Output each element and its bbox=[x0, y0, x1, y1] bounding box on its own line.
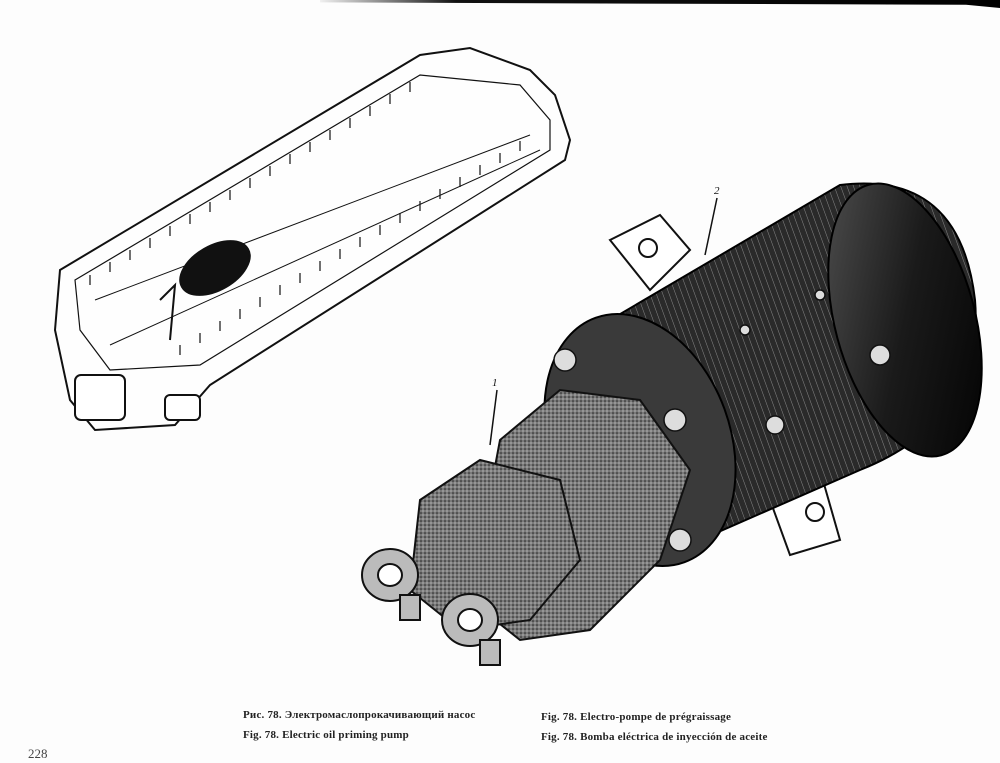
caption-french: Fig. 78. Electro-pompe de prégraissage bbox=[541, 711, 732, 723]
oil-sump-drawing bbox=[53, 46, 572, 432]
svg-text:2: 2 bbox=[714, 185, 720, 197]
caption-spanish: Fig. 78. Bomba eléctrica de inyección de… bbox=[541, 731, 768, 743]
svg-text:1: 1 bbox=[492, 377, 498, 389]
caption-english: Fig. 78. Electric oil priming pump bbox=[243, 729, 409, 741]
figure-illustration: 1 2 bbox=[53, 46, 983, 666]
electric-pump-drawing bbox=[361, 182, 983, 666]
callout-1: 1 bbox=[489, 377, 498, 446]
page-number: 228 bbox=[28, 746, 48, 761]
caption-block-right: Fig. 78. Electro-pompe de prégraissage F… bbox=[541, 707, 768, 747]
caption-russian: Рис. 78. Электромаслопрокачивающий насос bbox=[243, 709, 476, 721]
caption-block-left: Рис. 78. Электромаслопрокачивающий насос… bbox=[243, 705, 475, 745]
callout-2: 2 bbox=[704, 185, 720, 256]
